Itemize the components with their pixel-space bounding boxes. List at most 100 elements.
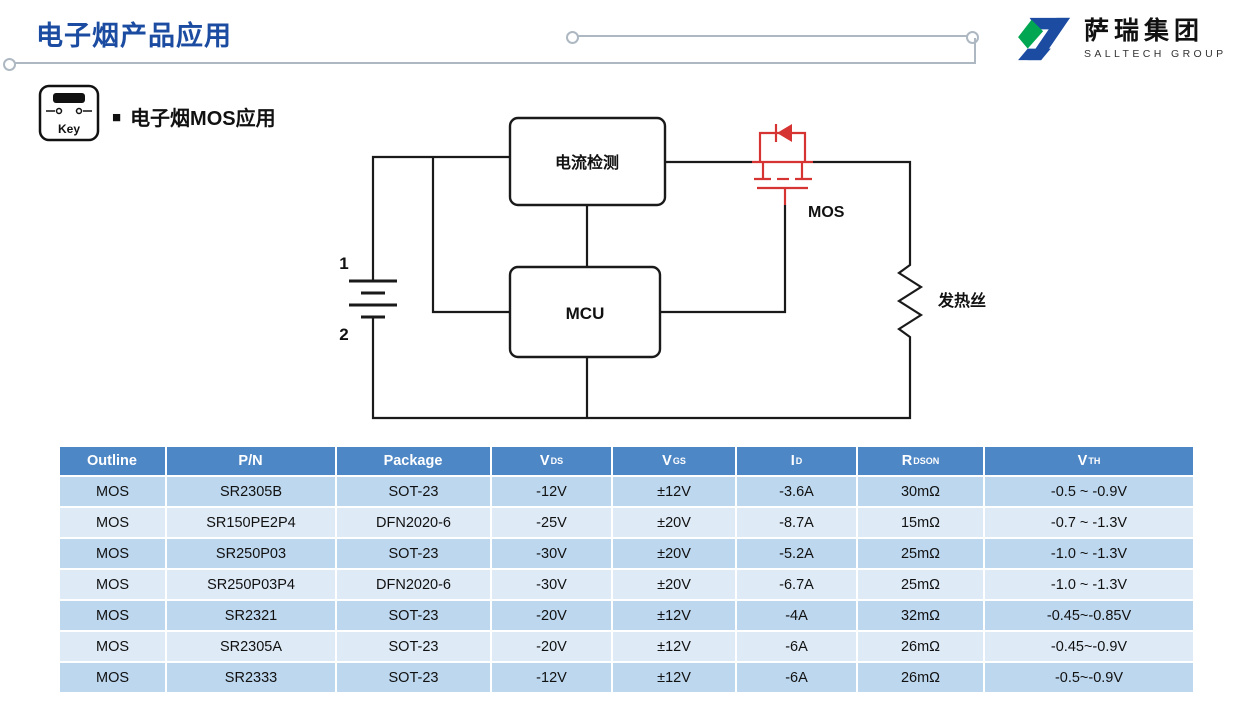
col-header-text: V xyxy=(539,453,550,469)
table-cell: ±12V xyxy=(613,663,737,694)
col-header-text: Outline xyxy=(87,453,137,469)
table-cell: -4A xyxy=(737,601,858,632)
table-cell: SOT-23 xyxy=(337,539,492,570)
table-cell: -6A xyxy=(737,663,858,694)
table-cell: -1.0 ~ -1.3V xyxy=(985,539,1195,570)
circuit-wires xyxy=(371,155,912,420)
col-header-package: Package xyxy=(337,447,492,477)
col-header-text: P/N xyxy=(238,453,263,469)
table-cell: 30mΩ xyxy=(858,477,985,508)
heater-label: 发热丝 xyxy=(937,291,986,310)
table-cell: -3.6A xyxy=(737,477,858,508)
table-cell: -0.5~-0.9V xyxy=(985,663,1195,694)
mosfet-symbol xyxy=(752,124,813,205)
table-cell: -30V xyxy=(492,539,613,570)
logo-mark-icon xyxy=(1018,17,1070,61)
table-cell: MOS xyxy=(60,477,167,508)
deco-line-upper xyxy=(577,35,967,37)
table-cell: -20V xyxy=(492,601,613,632)
section-title: 电子烟MOS应用 xyxy=(130,108,276,130)
battery-symbol xyxy=(349,279,397,319)
square-bullet-icon: ■ xyxy=(112,109,122,126)
table-cell: MOS xyxy=(60,663,167,694)
col-header-sub: DSON xyxy=(913,456,940,466)
col-header-pn: P/N xyxy=(167,447,337,477)
table-cell: -6A xyxy=(737,632,858,663)
col-header-sub: GS xyxy=(672,456,686,466)
deco-circle-upper-left xyxy=(566,31,579,44)
col-header-text: R xyxy=(901,453,913,469)
col-header-outline: Outline xyxy=(60,447,167,477)
table-cell: -0.45~-0.9V xyxy=(985,632,1195,663)
table-cell: -0.5 ~ -0.9V xyxy=(985,477,1195,508)
col-header-text: Package xyxy=(383,453,443,469)
col-header-text: V xyxy=(1077,453,1088,469)
table-cell: ±12V xyxy=(613,601,737,632)
table-cell: SOT-23 xyxy=(337,632,492,663)
table-cell: -1.0 ~ -1.3V xyxy=(985,570,1195,601)
table-cell: SR2321 xyxy=(167,601,337,632)
company-logo: 萨瑞集团 SALLTECH GROUP xyxy=(1016,14,1227,64)
table-cell: ±12V xyxy=(613,632,737,663)
table-cell: SOT-23 xyxy=(337,601,492,632)
table-cell: SR2305A xyxy=(167,632,337,663)
battery-terminal-2-label: 2 xyxy=(339,325,348,344)
table-cell: MOS xyxy=(60,508,167,539)
logo-company-name: 萨瑞集团 xyxy=(1084,17,1205,46)
section-heading: ■ 电子烟MOS应用 xyxy=(112,102,276,131)
table-cell: SOT-23 xyxy=(337,663,492,694)
table-cell: -5.2A xyxy=(737,539,858,570)
table-cell: 15mΩ xyxy=(858,508,985,539)
table-cell: MOS xyxy=(60,570,167,601)
deco-line-vertical xyxy=(974,38,976,63)
logo-company-subtitle: SALLTECH GROUP xyxy=(1084,47,1227,60)
table-cell: -12V xyxy=(492,663,613,694)
col-header-sub: TH xyxy=(1088,456,1101,466)
key-icon-label: Key xyxy=(58,122,80,136)
key-icon: Key xyxy=(38,84,100,149)
deco-circle-upper-right xyxy=(966,31,979,44)
circuit-diagram: 1 2 电流检测 MCU MOS xyxy=(339,116,986,420)
deco-line-main xyxy=(14,62,976,64)
table-cell: MOS xyxy=(60,539,167,570)
col-header-text: I xyxy=(790,453,795,469)
table-cell: 32mΩ xyxy=(858,601,985,632)
table-cell: -20V xyxy=(492,632,613,663)
mos-label: MOS xyxy=(808,204,845,221)
page-title: 电子烟产品应用 xyxy=(36,21,232,51)
logo-text: 萨瑞集团 SALLTECH GROUP xyxy=(1084,18,1227,59)
table-cell: 25mΩ xyxy=(858,570,985,601)
table-cell: MOS xyxy=(60,632,167,663)
heater-resistor-symbol xyxy=(896,255,924,347)
col-header-sub: DS xyxy=(550,456,564,466)
table-cell: DFN2020-6 xyxy=(337,570,492,601)
current-sense-label: 电流检测 xyxy=(555,153,619,172)
table-cell: ±20V xyxy=(613,508,737,539)
table-cell: SOT-23 xyxy=(337,477,492,508)
current-sense-block: 电流检测 xyxy=(508,116,667,207)
table-cell: 26mΩ xyxy=(858,663,985,694)
table-cell: SR2333 xyxy=(167,663,337,694)
table-cell: MOS xyxy=(60,601,167,632)
table-cell: ±12V xyxy=(613,477,737,508)
table-cell: -30V xyxy=(492,570,613,601)
table-cell: SR250P03P4 xyxy=(167,570,337,601)
table-cell: ±20V xyxy=(613,539,737,570)
table-cell: -0.7 ~ -1.3V xyxy=(985,508,1195,539)
battery-terminal-1-label: 1 xyxy=(339,254,348,273)
table-cell: SR2305B xyxy=(167,477,337,508)
table-cell: 26mΩ xyxy=(858,632,985,663)
table-cell: -6.7A xyxy=(737,570,858,601)
mcu-label: MCU xyxy=(566,304,605,323)
table-cell: SR150PE2P4 xyxy=(167,508,337,539)
table-cell: SR250P03 xyxy=(167,539,337,570)
mcu-block: MCU xyxy=(508,265,662,359)
deco-circle-left xyxy=(3,58,16,71)
